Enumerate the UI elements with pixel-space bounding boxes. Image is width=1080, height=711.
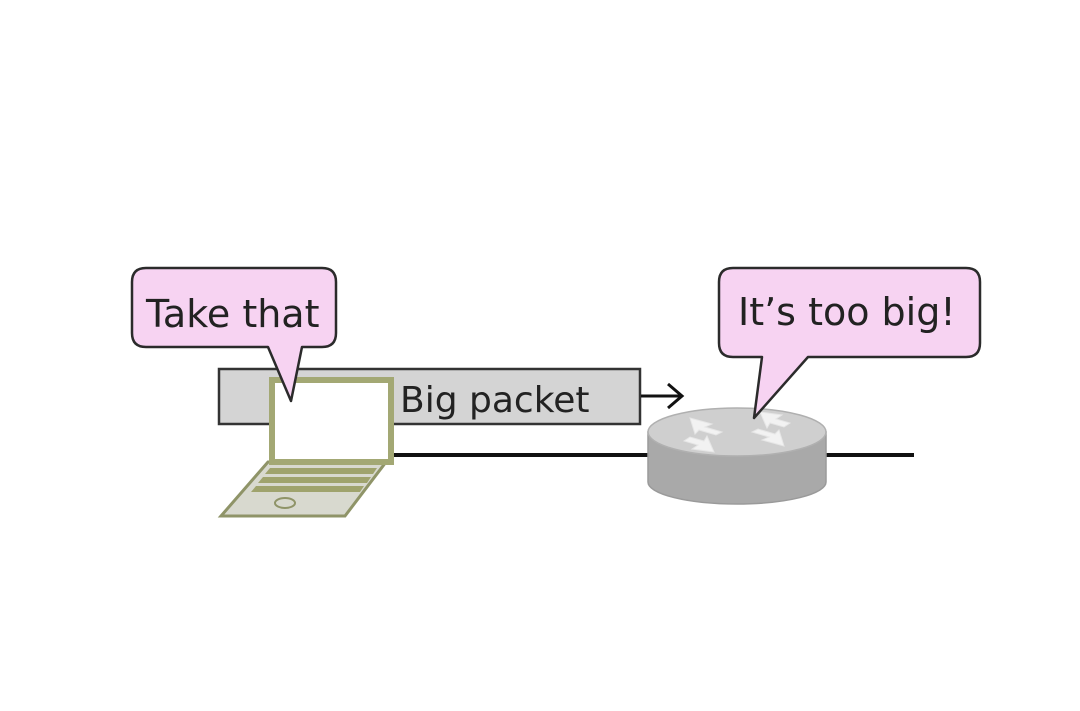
router-arrows-icon	[682, 411, 792, 453]
packet-arrow-icon	[641, 382, 685, 410]
router-bubble-text: It’s too big!	[738, 290, 956, 334]
sender-speech-bubble: Take that	[130, 266, 338, 403]
router-bubble-shape	[717, 266, 982, 420]
router-icon	[647, 407, 827, 505]
laptop-screen	[269, 377, 394, 465]
laptop-touchpad	[274, 497, 296, 509]
packet-label: Big packet	[400, 380, 590, 421]
sender-bubble-shape	[130, 266, 338, 403]
laptop-keyboard	[251, 468, 377, 492]
sender-bubble-text: Take that	[145, 292, 320, 336]
laptop-icon	[217, 377, 394, 518]
router-speech-bubble: It’s too big!	[717, 266, 982, 420]
router-top	[647, 407, 827, 457]
